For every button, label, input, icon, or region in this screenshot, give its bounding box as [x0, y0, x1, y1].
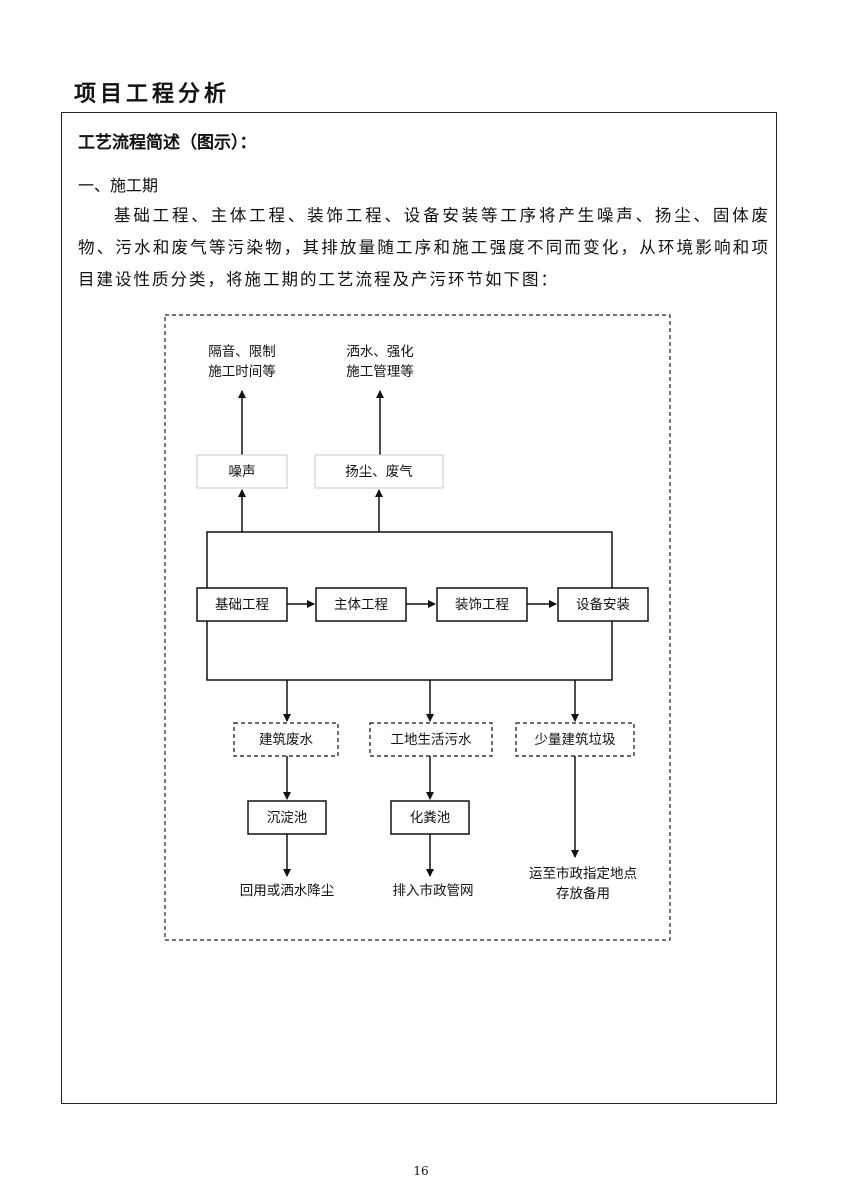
process-step-decoration: 装饰工程: [455, 597, 509, 613]
dust-box: [314, 454, 444, 489]
noise-label: 噪声: [229, 464, 256, 480]
noise-measure-line1: 隔音、限制: [208, 343, 276, 360]
process-step-box: [315, 587, 407, 622]
subsection-heading: 一、施工期: [78, 176, 159, 195]
wastewater-destination: 回用或洒水降尘: [240, 883, 335, 899]
waste-destination-line2: 存放备用: [556, 885, 610, 902]
wastewater-label: 建筑废水: [259, 732, 313, 748]
sewage-label: 工地生活污水: [391, 732, 472, 748]
sewage-destination: 排入市政管网: [393, 882, 474, 899]
process-step-equipment: 设备安装: [576, 596, 630, 613]
diagram-dashed-frame: [164, 314, 671, 941]
body-paragraph: 基础工程、主体工程、装饰工程、设备安装等工序将产生噪声、扬尘、固体废物、污水和废…: [78, 206, 770, 289]
waste-box: [515, 722, 635, 757]
noise-measure-line2: 施工时间等: [208, 363, 276, 380]
waste-destination-line1: 运至市政指定地点: [529, 865, 637, 882]
page-title: 项目工程分析: [74, 82, 231, 107]
septic-tank-label: 化粪池: [410, 810, 451, 826]
dust-measure-line2: 施工管理等: [346, 363, 414, 380]
process-step-foundation: 基础工程: [215, 596, 269, 613]
process-step-box: [557, 587, 649, 622]
page-number: 16: [413, 1164, 429, 1178]
sedimentation-tank-label: 沉淀池: [267, 810, 308, 826]
noise-box: [196, 454, 288, 489]
sewage-box: [369, 722, 493, 757]
dust-measure-line1: 洒水、强化: [346, 344, 414, 360]
process-step-main-structure: 主体工程: [334, 597, 388, 613]
wastewater-box: [233, 722, 339, 757]
waste-label: 少量建筑垃圾: [535, 732, 616, 748]
section-heading: 工艺流程简述（图示）：: [78, 133, 257, 153]
content-box: [61, 112, 777, 1104]
dust-label: 扬尘、废气: [345, 464, 413, 480]
